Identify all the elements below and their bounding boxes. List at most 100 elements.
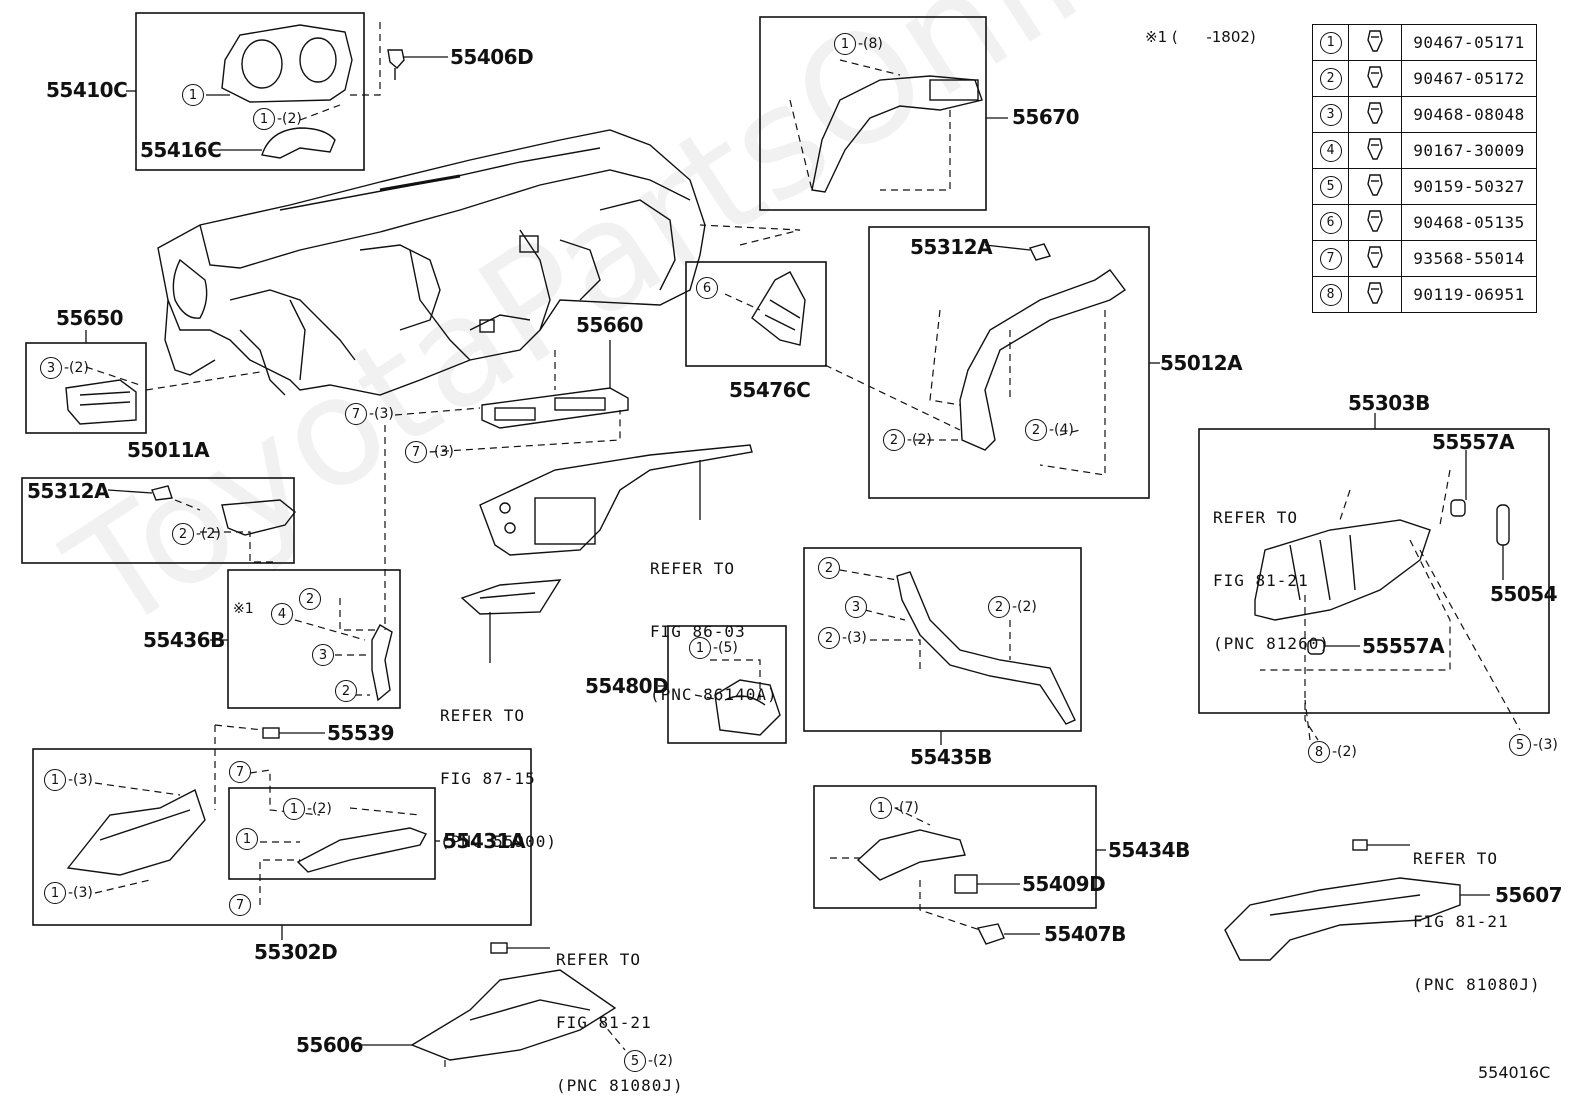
part-label-55476C[interactable]: 55476C (729, 378, 811, 402)
callout[interactable]: 7 (229, 761, 253, 783)
climate-panel-illustration (460, 579, 562, 615)
callout[interactable]: 1 (236, 828, 260, 850)
callout-quantity: -(3) (842, 630, 867, 646)
callout[interactable]: 2 (818, 557, 842, 579)
refer-note-81080J-right[interactable]: REFER TO FIG 81-21 (PNC 81080J) (1413, 806, 1541, 1037)
part-label-55303B[interactable]: 55303B (1348, 391, 1430, 415)
panel-55435B-illustration (896, 571, 1076, 725)
part-label-55606[interactable]: 55606 (296, 1033, 364, 1057)
callout[interactable]: 2 (299, 588, 323, 610)
part-label-55312A-upper[interactable]: 55312A (910, 235, 993, 259)
refer-note-55900[interactable]: REFER TO FIG 87-15 (PNC 55900) (440, 663, 557, 894)
callout[interactable]: 1-(3) (44, 769, 93, 791)
callout[interactable]: 1-(3) (44, 882, 93, 904)
fastener-number-circle: 7 (1319, 247, 1342, 270)
callout-number-circle: 1 (44, 882, 66, 904)
callout[interactable]: 2-(2) (172, 523, 221, 545)
callout[interactable]: 1-(7) (870, 797, 919, 819)
callout-number-circle: 2 (1025, 419, 1047, 441)
refer-line-3: (PNC 55900) (440, 832, 557, 851)
fastener-part-number: 90159-50327 (1401, 168, 1537, 205)
callout[interactable]: 3 (312, 644, 336, 666)
group-box-55434B (813, 785, 1097, 909)
callout[interactable]: 7-(3) (405, 441, 454, 463)
part-label-55406D[interactable]: 55406D (450, 45, 534, 69)
callout-number-circle: 1 (689, 637, 711, 659)
callout[interactable]: 1-(5) (689, 637, 738, 659)
part-label-55416C[interactable]: 55416C (140, 138, 222, 162)
part-label-55607[interactable]: 55607 (1495, 883, 1563, 907)
part-label-55054[interactable]: 55054 (1490, 582, 1558, 606)
callout[interactable]: 8-(2) (1308, 741, 1357, 763)
callout[interactable]: 1-(8) (834, 33, 883, 55)
part-label-55557A-lower[interactable]: 55557A (1362, 634, 1445, 658)
part-label-55670[interactable]: 55670 (1012, 105, 1080, 129)
refer-note-81080J-left[interactable]: REFER TO FIG 81-21 (PNC 81080J) (556, 907, 684, 1099)
callout-quantity: -(3) (68, 772, 93, 788)
part-label-55434B[interactable]: 55434B (1108, 838, 1190, 862)
part-label-55302D[interactable]: 55302D (254, 940, 338, 964)
refer-note-86140A[interactable]: REFER TO FIG 86-03 (PNC 86140A) (650, 516, 778, 747)
refer-note-81260[interactable]: REFER TO FIG 81-21 (PNC 81260) (1213, 465, 1330, 696)
callout-number-circle: 6 (696, 277, 718, 299)
callout[interactable]: 4 (271, 603, 295, 625)
callout[interactable]: 2-(3) (818, 627, 867, 649)
callout-quantity: -(2) (64, 360, 89, 376)
display-panel-illustration (479, 444, 753, 556)
part-label-55650[interactable]: 55650 (56, 306, 124, 330)
group-box-55436B (227, 569, 401, 709)
callout[interactable]: 1-(2) (283, 798, 332, 820)
part-label-55431A[interactable]: 55431A (443, 829, 526, 853)
refer-line-2: FIG 81-21 (1213, 571, 1309, 590)
callout-number-circle: 7 (345, 403, 367, 425)
callout[interactable]: 5-(2) (624, 1050, 673, 1072)
part-label-55557A-upper[interactable]: 55557A (1432, 430, 1515, 454)
refer-line-3: (PNC 81080J) (556, 1076, 684, 1095)
callout[interactable]: 2 (335, 680, 359, 702)
callout[interactable]: 3-(2) (40, 357, 89, 379)
part-label-55410C[interactable]: 55410C (46, 78, 128, 102)
callout-number-circle: 2 (299, 588, 321, 610)
part-label-55435B[interactable]: 55435B (910, 745, 992, 769)
fastener-number-circle: 4 (1319, 139, 1342, 162)
part-label-55539[interactable]: 55539 (327, 721, 395, 745)
callout[interactable]: 5-(3) (1509, 734, 1558, 756)
callout[interactable]: 2-(4) (1025, 419, 1074, 441)
fastener-icon (1348, 240, 1402, 277)
panel-55670-illustration (811, 75, 983, 193)
callout-number-circle: 2 (818, 557, 840, 579)
callout-quantity: -(2) (196, 526, 221, 542)
part-label-55436B[interactable]: 55436B (143, 628, 225, 652)
callout-number-circle: 1 (44, 769, 66, 791)
part-label-55407B[interactable]: 55407B (1044, 922, 1126, 946)
callout[interactable]: 7 (229, 894, 253, 916)
callout[interactable]: 1-(2) (253, 108, 302, 130)
part-label-55660[interactable]: 55660 (576, 313, 644, 337)
callout-quantity: -(8) (858, 36, 883, 52)
group-box-55670 (759, 16, 987, 211)
part-label-55480D[interactable]: 55480D (585, 674, 669, 698)
callout[interactable]: 6 (696, 277, 720, 299)
part-label-55312A-lower[interactable]: 55312A (27, 479, 110, 503)
part-label-55409D[interactable]: 55409D (1022, 872, 1106, 896)
callout[interactable]: 3 (845, 596, 869, 618)
callout[interactable]: 2-(2) (883, 429, 932, 451)
callout[interactable]: 2-(2) (988, 596, 1037, 618)
bracket-55476C-illustration (751, 271, 806, 346)
callout-number-circle: 5 (1509, 734, 1531, 756)
callout[interactable]: 7-(3) (345, 403, 394, 425)
part-label-55011A[interactable]: 55011A (127, 438, 210, 462)
callout-quantity: -(4) (1049, 422, 1074, 438)
group-box-55435B (803, 547, 1082, 732)
callout[interactable]: 1 (182, 84, 206, 106)
part-label-55012A[interactable]: 55012A (1160, 351, 1243, 375)
